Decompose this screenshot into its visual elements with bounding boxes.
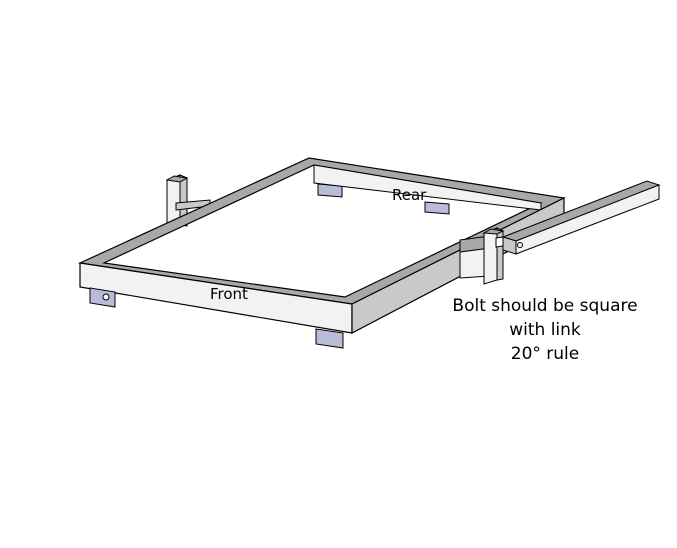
front-label: Front: [210, 285, 248, 303]
note-line-1: Bolt should be square: [452, 296, 637, 316]
front-bracket-left: [89, 287, 116, 308]
rear-label: Rear: [392, 186, 427, 204]
left-upright-post: [165, 174, 211, 231]
link-bolt-icon: [517, 242, 523, 248]
note-line-2: with link: [509, 320, 581, 340]
link-arm: [495, 180, 661, 255]
front-bracket-right: [315, 328, 344, 349]
note-line-3: 20° rule: [511, 344, 579, 364]
rear-bracket-right: [424, 201, 450, 215]
right-upright-post: [482, 227, 505, 285]
